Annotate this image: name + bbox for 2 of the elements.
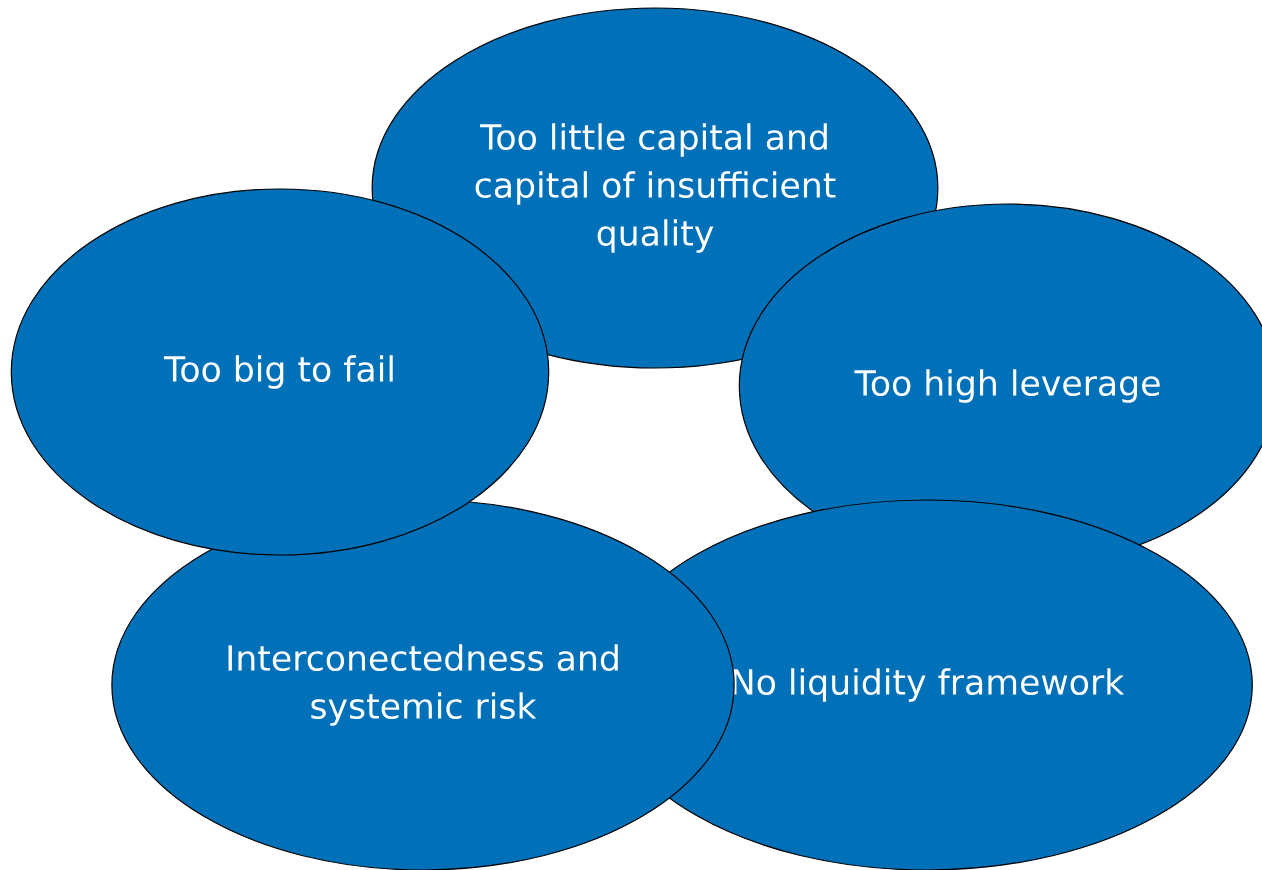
node-label: Too high leverage	[854, 369, 1160, 403]
node-label: No liquidity framework	[733, 668, 1125, 702]
